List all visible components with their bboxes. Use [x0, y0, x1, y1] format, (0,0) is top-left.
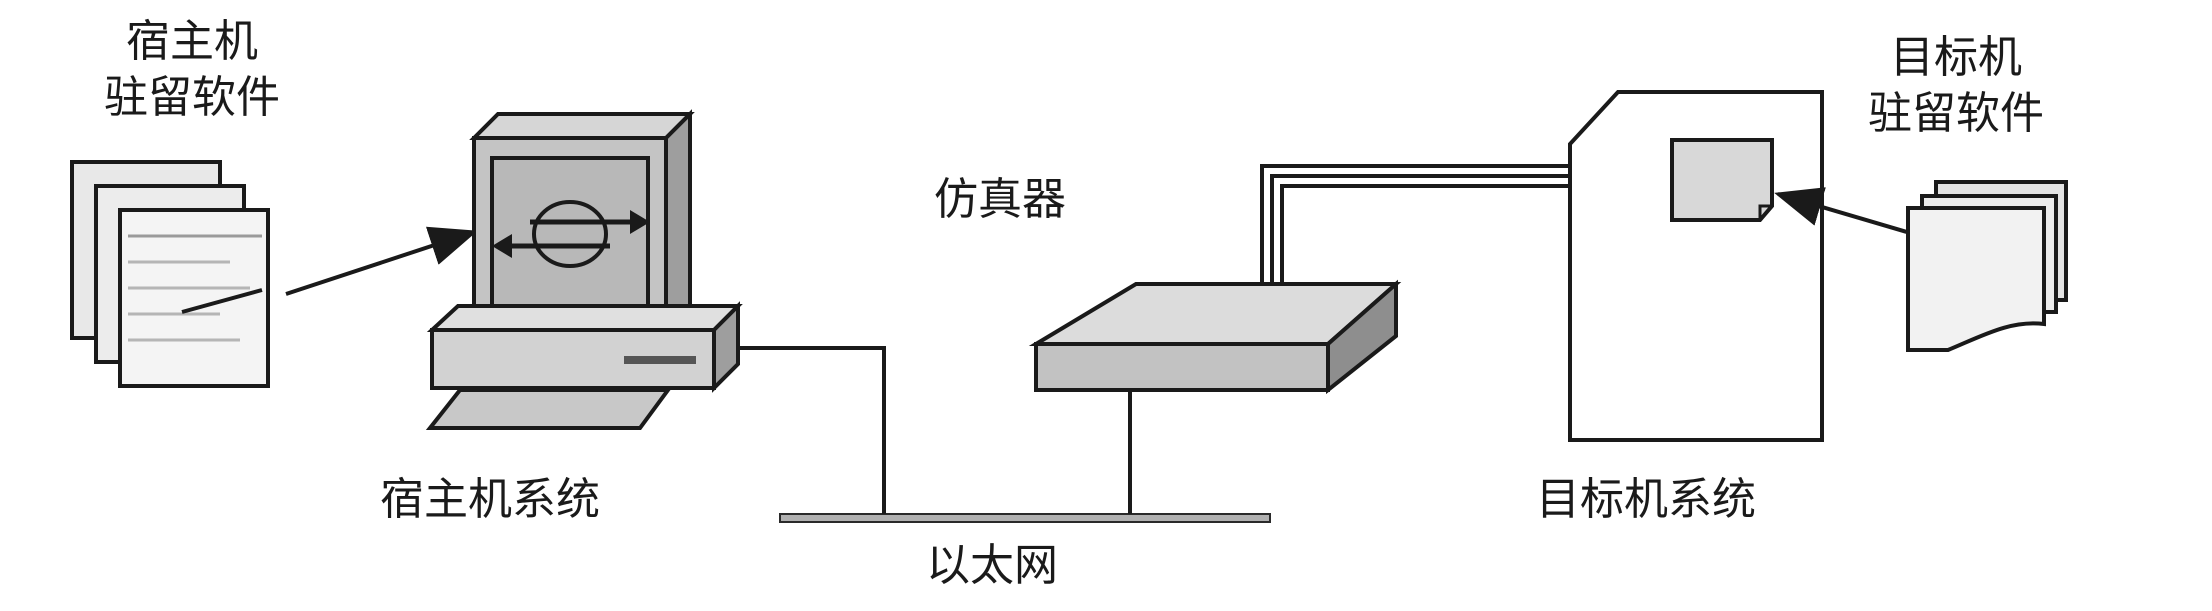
host-system-label: 宿主机系统 [380, 474, 600, 525]
host-computer-icon [425, 109, 743, 430]
target-machine-icon [1568, 90, 1824, 442]
target-software-label-line-2: 驻留软件 [1868, 88, 2044, 139]
target-software-label: 目标机 驻留软件 [1868, 30, 2044, 142]
ethernet-bus [738, 346, 1271, 523]
host-software-label: 宿主机 驻留软件 [104, 14, 280, 126]
host-software-arrow [181, 226, 478, 314]
target-system-label: 目标机系统 [1536, 474, 1756, 525]
host-software-document-icon [70, 160, 270, 388]
host-software-label-line-2: 驻留软件 [104, 72, 280, 123]
host-software-label-line-1: 宿主机 [126, 16, 258, 67]
ethernet-label: 以太网 [926, 540, 1058, 591]
target-software-label-line-1: 目标机 [1890, 32, 2022, 83]
emulator-label: 仿真器 [934, 174, 1066, 225]
emulator-target-cable [1260, 164, 1570, 286]
target-software-document-icon [1906, 180, 2068, 352]
emulator-icon [1028, 279, 1402, 395]
